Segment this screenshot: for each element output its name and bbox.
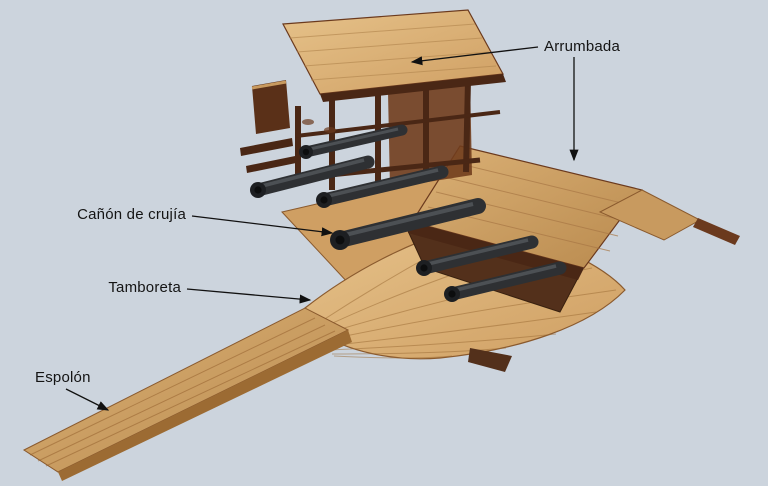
keel-block (468, 348, 512, 372)
cannon (316, 165, 449, 208)
leader-arrumbada-left (410, 46, 539, 66)
label-canon-de-crujia: Cañón de crujía (77, 206, 186, 223)
cannon-crujia (330, 198, 486, 250)
leader-tamboreta (186, 288, 312, 304)
cannon (250, 155, 375, 198)
espolon-spur (22, 307, 352, 481)
arrumbada-platform-left (282, 9, 506, 102)
label-tamboreta: Tamboreta (108, 279, 181, 296)
cannon (444, 261, 567, 302)
label-arrumbada: Arrumbada (544, 38, 621, 55)
starboard-rail (598, 189, 740, 245)
cannon (416, 235, 539, 276)
cannon (299, 124, 408, 159)
leader-espolon (65, 388, 110, 411)
leader-canon-de-crujia (191, 215, 334, 237)
cannons (250, 124, 567, 302)
label-espolon: Espolón (35, 369, 91, 386)
